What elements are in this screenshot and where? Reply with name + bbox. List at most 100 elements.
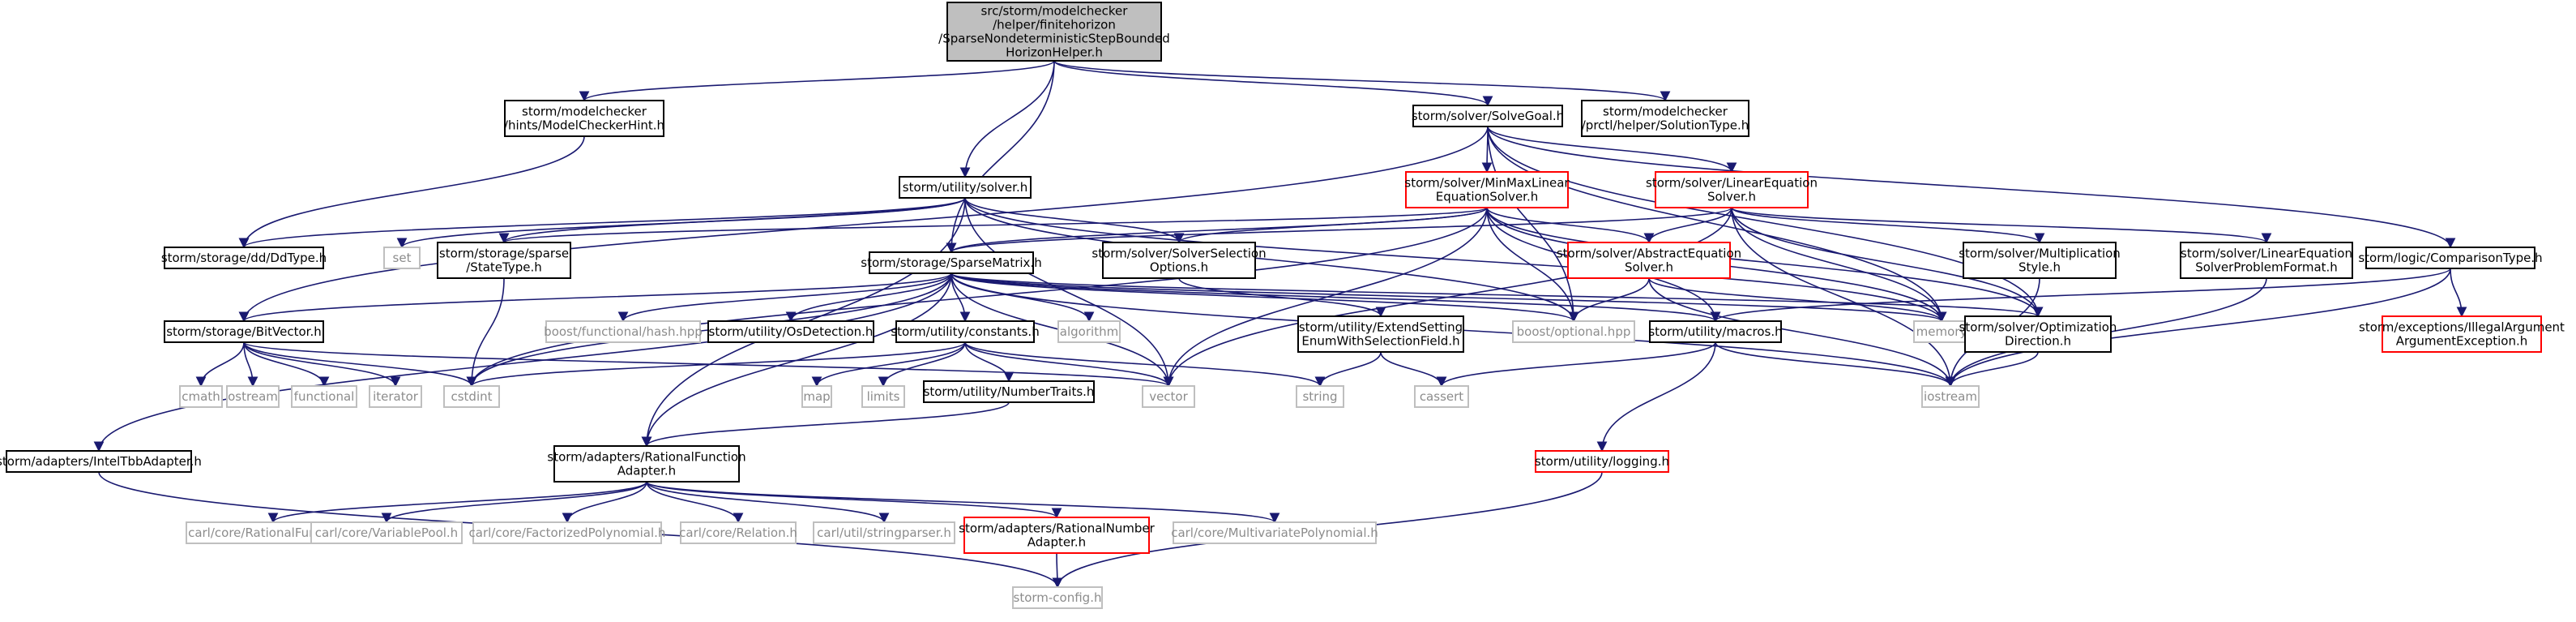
node-label: storm/solver/AbstractEquation <box>1557 247 1741 261</box>
node-varpool: carl/core/VariablePool.h <box>310 521 463 544</box>
node-solvegoal[interactable]: storm/solver/SolveGoal.h <box>1412 105 1564 127</box>
edge-sparsematrix-to-memory <box>951 272 1946 323</box>
node-cassert: cassert <box>1414 385 1469 408</box>
node-soltype[interactable]: storm/modelchecker/prctl/helper/Solution… <box>1581 100 1749 137</box>
node-box <box>963 517 1150 554</box>
node-bitvector[interactable]: storm/storage/BitVector.h <box>164 320 324 343</box>
node-label: storm/utility/NumberTraits.h <box>924 384 1095 399</box>
edge-bitvector-to-cmath <box>195 341 245 388</box>
edge-constants-to-cstdint <box>466 341 966 388</box>
node-box <box>1655 171 1809 208</box>
node-logging[interactable]: storm/utility/logging.h <box>1535 450 1669 473</box>
node-label: limits <box>867 389 900 404</box>
node-label: storm/adapters/RationalNumber <box>959 521 1155 536</box>
node-constants[interactable]: storm/utility/constants.h <box>891 320 1040 343</box>
header-nodes: src/storm/modelchecker/helper/finitehori… <box>0 2 2565 609</box>
node-box <box>1102 242 1256 279</box>
edge-sparsematrix-to-hash <box>617 272 952 323</box>
node-label: storm/storage/BitVector.h <box>166 324 322 339</box>
node-label: src/storm/modelchecker <box>981 4 1129 19</box>
node-string: string <box>1296 385 1344 408</box>
edge-sparsematrix-to-macros <box>951 272 1721 323</box>
node-label: /hints/ModelCheckerHint.h <box>504 118 664 133</box>
edge-macros-to-logging <box>1596 341 1716 453</box>
node-box <box>6 450 192 473</box>
node-box <box>899 176 1032 199</box>
edge-lineq-to-sparsematrix <box>946 207 1732 254</box>
node-box <box>1649 320 1782 343</box>
node-label: storm/utility/OsDetection.h <box>709 324 874 339</box>
edge-mchint-to-ddtype <box>238 135 585 249</box>
node-box <box>1012 586 1103 609</box>
node-illegalarg[interactable]: storm/exceptions/IllegalArgumentArgument… <box>2359 315 2565 353</box>
node-mchint[interactable]: storm/modelchecker/hints/ModelCheckerHin… <box>504 100 664 137</box>
node-label: storm/solver/SolveGoal.h <box>1412 109 1564 123</box>
node-label: SolverProblemFormat.h <box>2195 260 2338 275</box>
node-numbertraits[interactable]: storm/utility/NumberTraits.h <box>923 380 1095 403</box>
node-label: Style.h <box>2019 260 2061 275</box>
node-minmax[interactable]: storm/solver/MinMaxLinearEquationSolver.… <box>1404 171 1570 208</box>
edge-root-to-mchint <box>579 60 1055 102</box>
node-box <box>553 445 740 483</box>
node-box <box>1296 385 1344 408</box>
edge-comparison-to-macros <box>1710 268 2451 323</box>
node-box <box>310 521 463 544</box>
edge-usolver-to-vector <box>964 197 1174 388</box>
node-box <box>1963 242 2117 279</box>
node-ostream: ostream <box>226 385 280 408</box>
node-inteltbb[interactable]: storm/adapters/IntelTbbAdapter.h <box>0 450 202 473</box>
node-label: Options.h <box>1150 260 1208 275</box>
edge-sparsematrix-to-optdir <box>951 272 2043 318</box>
edge-comparison-to-iostream <box>1945 268 2451 388</box>
edge-ratfunc-to-factpoly <box>562 481 647 524</box>
node-usolver[interactable]: storm/utility/solver.h <box>899 176 1032 199</box>
node-label: carl/core/VariablePool.h <box>315 525 458 540</box>
node-label: functional <box>294 389 355 404</box>
node-box <box>801 385 832 408</box>
node-problemfmt[interactable]: storm/solver/LinearEquationSolverProblem… <box>2180 242 2353 279</box>
node-ddtype[interactable]: storm/storage/dd/DdType.h <box>161 247 327 269</box>
node-set: set <box>383 247 421 269</box>
dependency-edges <box>93 60 2467 589</box>
node-box <box>383 247 421 269</box>
node-label: ArgumentException.h <box>2396 334 2528 349</box>
node-multipoly: carl/core/MultivariatePolynomial.h <box>1171 521 1378 544</box>
node-box <box>895 320 1035 343</box>
node-root[interactable]: src/storm/modelchecker/helper/finitehori… <box>938 2 1170 62</box>
node-label: storm/logic/ComparisonType.h <box>2358 251 2542 265</box>
edge-bitvector-to-functional <box>243 341 330 388</box>
node-macros[interactable]: storm/utility/macros.h <box>1648 320 1783 343</box>
node-label: carl/util/stringparser.h <box>817 525 951 540</box>
node-box <box>1405 171 1569 208</box>
node-box <box>813 521 955 544</box>
node-label: /SparseNondeterministicStepBounded <box>938 32 1170 46</box>
node-label: storm/utility/solver.h <box>903 180 1027 195</box>
edge-bitvector-to-iterator <box>243 341 401 388</box>
edge-ratfunc-to-strparser <box>646 481 890 524</box>
node-osdetect[interactable]: storm/utility/OsDetection.h <box>707 320 874 343</box>
node-label: string <box>1302 389 1337 404</box>
node-statetype[interactable]: storm/storage/sparse/StateType.h <box>437 242 571 279</box>
node-label: memory <box>1916 324 1967 339</box>
edge-abseq-to-memory <box>1648 277 1947 323</box>
edge-sparsematrix-to-ratfunc <box>641 272 952 448</box>
node-comparison[interactable]: storm/logic/ComparisonType.h <box>2358 247 2543 269</box>
node-iterator: iterator <box>369 385 422 408</box>
node-label: boost/optional.hpp <box>1517 324 1631 339</box>
node-sparsematrix[interactable]: storm/storage/SparseMatrix.h <box>861 251 1042 274</box>
edge-constants-to-vector <box>964 341 1174 388</box>
edge-minmax-to-optdir <box>1486 207 2044 318</box>
node-extendsetting[interactable]: storm/utility/ExtendSettingEnumWithSelec… <box>1297 315 1464 353</box>
node-label: cstdint <box>451 389 492 404</box>
node-label: Solver.h <box>1625 260 1673 275</box>
edge-ratfunc-to-multipoly <box>646 481 1280 524</box>
